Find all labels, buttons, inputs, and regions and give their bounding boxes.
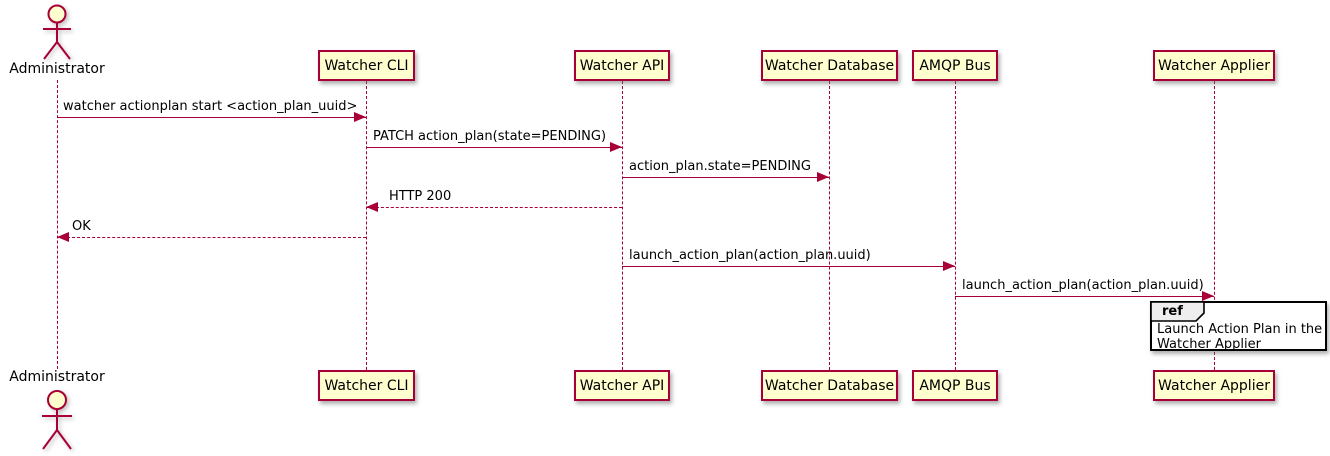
actor-icon xyxy=(42,390,72,450)
arrowhead-icon xyxy=(354,112,366,122)
message-label: PATCH action_plan(state=PENDING) xyxy=(373,129,607,144)
actor-label: Administrator xyxy=(9,369,105,385)
participant-watcher-api-bottom: Watcher API xyxy=(574,370,670,401)
lifeline-watcher-database xyxy=(829,81,830,370)
ref-text-line: Watcher Applier xyxy=(1157,337,1261,352)
participant-label: Watcher Database xyxy=(764,57,895,74)
participant-amqp-bus-bottom: AMQP Bus xyxy=(912,370,998,401)
actor-icon xyxy=(43,4,71,60)
message-line xyxy=(366,147,622,148)
participant-amqp-bus-top: AMQP Bus xyxy=(912,50,998,81)
message-line xyxy=(622,266,955,267)
participant-watcher-api-top: Watcher API xyxy=(574,50,670,81)
arrowhead-icon xyxy=(943,261,955,271)
lifeline-watcher-api xyxy=(622,81,623,370)
arrowhead-icon xyxy=(610,142,622,152)
message-label: HTTP 200 xyxy=(389,189,452,204)
participant-watcher-cli-top: Watcher CLI xyxy=(318,50,415,81)
participant-label: Watcher CLI xyxy=(324,57,409,74)
message-label: launch_action_plan(action_plan.uuid) xyxy=(629,248,871,263)
ref-fragment: ref Launch Action Plan in the Watcher Ap… xyxy=(1150,301,1327,352)
actor-label: Administrator xyxy=(9,61,105,77)
participant-label: Watcher API xyxy=(579,57,665,74)
lifeline-watcher-applier xyxy=(1214,81,1215,370)
participant-label: AMQP Bus xyxy=(919,57,991,74)
message-line xyxy=(955,296,1214,297)
message-line xyxy=(57,237,366,238)
message-line xyxy=(57,117,366,118)
message-line xyxy=(622,177,829,178)
participant-label: Watcher Applier xyxy=(1158,57,1270,74)
ref-text: Launch Action Plan in the Watcher Applie… xyxy=(1157,322,1322,352)
participant-label: AMQP Bus xyxy=(919,377,991,394)
message-line xyxy=(366,207,622,208)
message-label: launch_action_plan(action_plan.uuid) xyxy=(962,278,1204,293)
arrowhead-icon xyxy=(817,172,829,182)
ref-text-line: Launch Action Plan in the xyxy=(1157,322,1323,337)
message-label: watcher actionplan start <action_plan_uu… xyxy=(63,99,358,114)
ref-keyword: ref xyxy=(1162,304,1183,319)
arrowhead-icon xyxy=(57,232,69,242)
participant-label: Watcher CLI xyxy=(324,377,409,394)
lifeline-watcher-cli xyxy=(366,81,367,370)
participant-watcher-database-bottom: Watcher Database xyxy=(761,370,898,401)
lifeline-administrator xyxy=(57,80,58,369)
ref-tab-icon xyxy=(1150,301,1205,322)
arrowhead-icon xyxy=(366,202,378,212)
participant-label: Watcher API xyxy=(579,377,665,394)
arrowhead-icon xyxy=(1202,291,1214,301)
participant-label: Watcher Database xyxy=(764,377,895,394)
message-label: OK xyxy=(72,219,91,234)
participant-watcher-cli-bottom: Watcher CLI xyxy=(318,370,415,401)
participant-watcher-database-top: Watcher Database xyxy=(761,50,898,81)
participant-label: Watcher Applier xyxy=(1158,377,1270,394)
lifeline-amqp-bus xyxy=(955,81,956,370)
participant-watcher-applier-top: Watcher Applier xyxy=(1153,50,1275,81)
message-label: action_plan.state=PENDING xyxy=(629,159,811,174)
participant-watcher-applier-bottom: Watcher Applier xyxy=(1153,370,1275,401)
